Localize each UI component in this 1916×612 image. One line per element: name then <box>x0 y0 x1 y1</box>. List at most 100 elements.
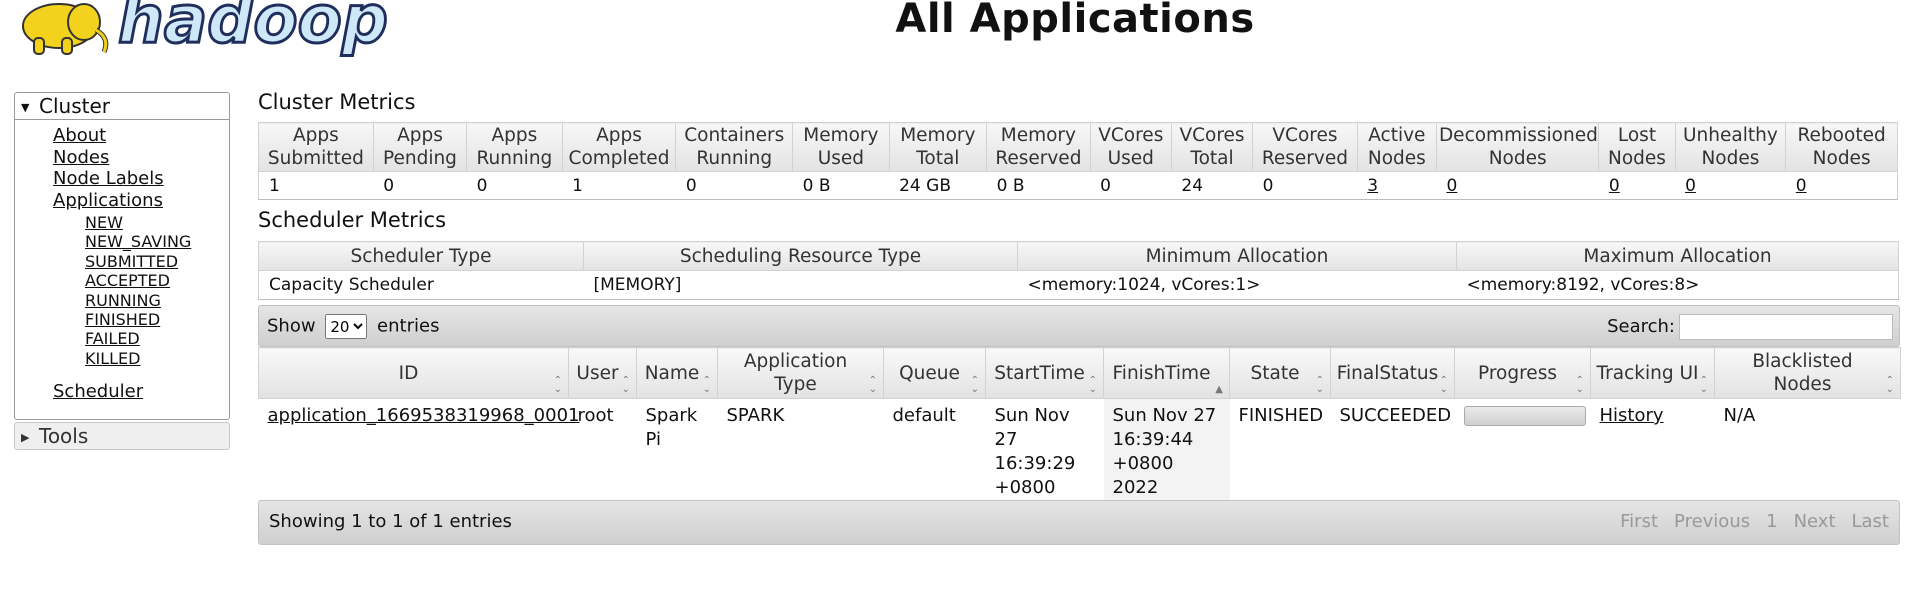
nav-link-state-failed[interactable]: FAILED <box>85 329 140 349</box>
search-control: Search: <box>1607 314 1893 340</box>
apps-table-footer: Showing 1 to 1 of 1 entries First Previou… <box>258 500 1900 545</box>
scheduler-metrics-header-row: Scheduler Type Scheduling Resource Type … <box>258 241 1899 271</box>
sort-icon: ⌃⌄ <box>868 375 877 395</box>
decommissioned-nodes-link[interactable]: 0 <box>1446 175 1458 196</box>
app-blacklisted-nodes-cell: N/A <box>1723 405 1756 426</box>
entries-label: entries <box>377 315 440 337</box>
scheduler-metrics-title: Scheduler Metrics <box>258 208 447 232</box>
col-tracking-ui[interactable]: Tracking UI⌃⌄ <box>1590 347 1715 399</box>
maximum-allocation-value: <memory:8192, vCores:8> <box>1456 270 1899 300</box>
lost-nodes-value: 0 <box>1598 171 1676 200</box>
apps-pending-value: 0 <box>373 171 467 200</box>
unhealthy-nodes-value: 0 <box>1675 171 1786 200</box>
rebooted-nodes-link[interactable]: 0 <box>1795 175 1807 196</box>
sort-icon: ⌃⌄ <box>1315 375 1324 395</box>
cluster-toggle[interactable]: ▼Cluster <box>15 93 229 120</box>
minimum-allocation-value: <memory:1024, vCores:1> <box>1017 270 1457 300</box>
memory-reserved-value: 0 B <box>986 171 1091 200</box>
tools-nav-section[interactable]: ▶ Tools <box>14 422 230 450</box>
col-starttime[interactable]: StartTime⌃⌄ <box>985 347 1104 399</box>
app-tracking-ui-cell: History <box>1591 399 1715 530</box>
scheduler-metrics-value-row: Capacity Scheduler [MEMORY] <memory:1024… <box>258 270 1899 300</box>
app-id-link[interactable]: application_1669538319968_0001 <box>267 405 580 426</box>
search-label: Search: <box>1607 316 1675 337</box>
page-title: All Applications <box>895 0 1255 42</box>
tracking-history-link[interactable]: History <box>1599 405 1664 426</box>
app-state-cell: FINISHED <box>1238 405 1324 426</box>
sort-icon: ⌃⌄ <box>1439 375 1448 395</box>
app-user-cell: root <box>577 405 614 426</box>
applications-table: ID⌃⌄User⌃⌄Name⌃⌄Application Type⌃⌄Queue⌃… <box>258 347 1901 529</box>
unhealthy-nodes-link[interactable]: 0 <box>1685 175 1696 196</box>
nav-link-node-labels[interactable]: Node Labels <box>53 168 164 189</box>
pager-previous-button[interactable]: Previous <box>1674 511 1751 532</box>
app-type-cell: SPARK <box>726 405 785 426</box>
tools-toggle[interactable]: ▶ Tools <box>15 423 229 449</box>
nav-link-state-running[interactable]: RUNNING <box>85 290 161 310</box>
app-id-cell: application_1669538319968_0001 <box>259 399 580 530</box>
col-application-type[interactable]: Application Type⌃⌄ <box>717 347 884 399</box>
memory-total-value: 24 GB <box>889 171 987 200</box>
pager-last-button[interactable]: Last <box>1851 511 1890 532</box>
nav-link-state-submitted[interactable]: SUBMITTED <box>85 251 179 271</box>
nav-link-scheduler[interactable]: Scheduler <box>53 381 144 402</box>
page-size-select[interactable]: 20 <box>325 314 368 339</box>
tools-label: Tools <box>39 424 89 448</box>
active-nodes-link[interactable]: 3 <box>1367 175 1379 196</box>
memory-used-value: 0 B <box>792 171 890 200</box>
sort-icon: ⌃⌄ <box>702 375 711 395</box>
search-input[interactable] <box>1679 314 1893 340</box>
pagination: First Previous 1 Next Last <box>1604 511 1889 532</box>
nav-link-nodes[interactable]: Nodes <box>53 146 110 168</box>
col-user[interactable]: User⌃⌄ <box>568 347 637 399</box>
show-label: Show <box>267 315 316 337</box>
col-scheduler-type: Scheduler Type <box>258 241 584 271</box>
scheduler-metrics-table: Scheduler Type Scheduling Resource Type … <box>258 241 1899 300</box>
table-info: Showing 1 to 1 of 1 entries <box>269 511 512 532</box>
col-progress[interactable]: Progress⌃⌄ <box>1454 347 1591 399</box>
col-state[interactable]: State⌃⌄ <box>1229 347 1331 399</box>
pager-next-button[interactable]: Next <box>1793 511 1836 532</box>
col-id[interactable]: ID⌃⌄ <box>258 347 569 399</box>
app-final-status-cell: SUCCEEDED <box>1339 405 1452 426</box>
lost-nodes-link[interactable]: 0 <box>1608 175 1620 196</box>
triangle-right-icon: ▶ <box>21 430 30 444</box>
nav-link-applications[interactable]: Applications <box>53 189 163 211</box>
nav-link-state-accepted[interactable]: ACCEPTED <box>85 271 170 291</box>
col-name[interactable]: Name⌃⌄ <box>636 347 718 399</box>
nav-link-state-finished[interactable]: FINISHED <box>85 310 161 330</box>
nav-link-state-killed[interactable]: KILLED <box>85 348 141 368</box>
nav-link-about[interactable]: About <box>53 125 107 146</box>
containers-running-value: 0 <box>675 171 793 200</box>
col-maximum-allocation: Maximum Allocation <box>1456 241 1899 271</box>
sort-icon: ⌃⌄ <box>1699 375 1708 395</box>
col-finalstatus[interactable]: FinalStatus⌃⌄ <box>1330 347 1455 399</box>
nav-link-state-new[interactable]: NEW <box>85 213 123 232</box>
elephant-icon <box>22 3 109 55</box>
pager-1-button[interactable]: 1 <box>1766 511 1778 532</box>
nav-link-state-new-saving[interactable]: NEW_SAVING <box>85 232 192 252</box>
active-nodes-value: 3 <box>1357 171 1437 200</box>
logo-text: hadoop <box>118 0 388 58</box>
cluster-metrics-title: Cluster Metrics <box>258 90 416 114</box>
pager-first-button[interactable]: First <box>1620 511 1659 532</box>
col-queue[interactable]: Queue⌃⌄ <box>883 347 986 399</box>
hadoop-logo: hadoop <box>22 0 390 60</box>
vcores-reserved-value: 0 <box>1252 171 1358 200</box>
app-queue-cell: default <box>892 405 956 426</box>
sort-ascending-icon: ▲ <box>1215 384 1223 395</box>
col-finishtime[interactable]: FinishTime▲ <box>1103 347 1230 399</box>
